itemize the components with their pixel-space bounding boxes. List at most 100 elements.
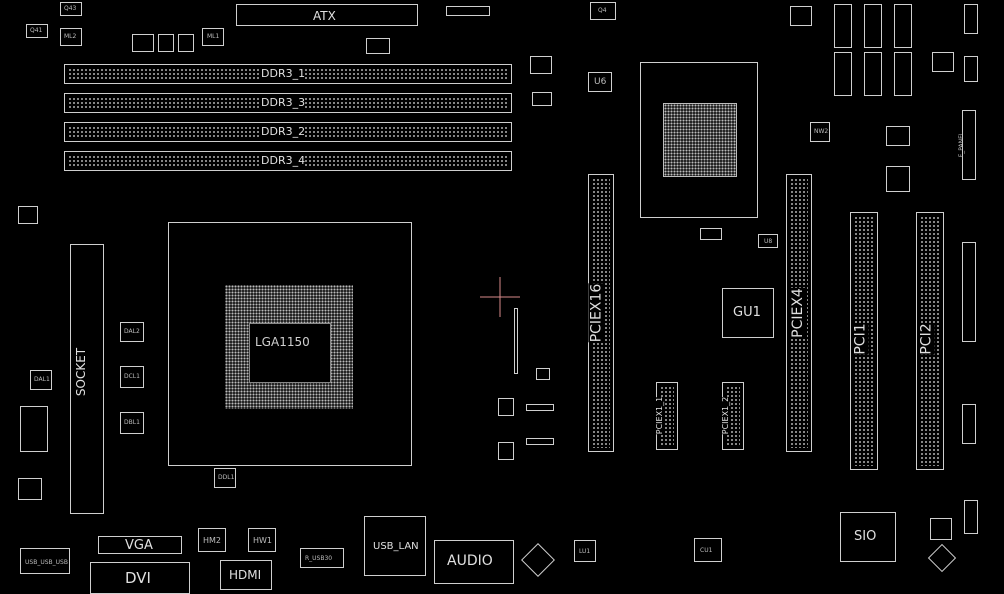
chip-nw2-label: NW2 — [814, 128, 829, 135]
header-top-right-6[interactable] — [864, 52, 882, 96]
chip-dbl1[interactable]: DBL1 — [120, 412, 144, 434]
chip-ml2[interactable]: ML2 — [60, 28, 82, 46]
chip-u6-label: U6 — [594, 77, 607, 87]
header-top-right-7[interactable] — [894, 52, 912, 96]
chip-lu1-label: LU1 — [579, 548, 591, 555]
header-top-right-1[interactable] — [834, 4, 852, 48]
chip-ddl1[interactable]: DDL1 — [214, 468, 236, 488]
chip-top-right[interactable] — [932, 52, 954, 72]
chip-rotated-2[interactable] — [927, 543, 957, 573]
chip-small-5[interactable] — [790, 6, 812, 26]
slot-pci2[interactable]: PCI2 — [916, 212, 944, 470]
chip-dcl1[interactable]: DCL1 — [120, 366, 144, 388]
chip-misc-4[interactable] — [532, 92, 552, 106]
chip-small-1[interactable] — [132, 34, 154, 52]
memory-slot-ddr3-1[interactable]: DDR3_1 — [64, 64, 512, 84]
header-rear-usb-label: R_USB30 — [305, 555, 333, 562]
cpu-socket-label: LGA1150 — [255, 335, 310, 349]
header-rear-usb[interactable]: R_USB30 — [300, 548, 344, 568]
chip-cu1[interactable]: CU1 — [694, 538, 722, 562]
connector-atx-label: ATX — [313, 9, 336, 23]
slot-pci1[interactable]: PCI1 — [850, 212, 878, 470]
header-f-panel-label: F_PANEL — [958, 131, 966, 158]
slot-pciex4[interactable]: PCIEX4 — [786, 174, 812, 452]
chip-u6[interactable]: U6 — [588, 72, 612, 92]
chip-hw1[interactable]: HW1 — [248, 528, 276, 552]
header-top-right-2[interactable] — [864, 4, 882, 48]
memory-slot-ddr3-2[interactable]: DDR3_2 — [64, 122, 512, 142]
chip-misc-6[interactable] — [18, 206, 38, 224]
header-top-right-3[interactable] — [894, 4, 912, 48]
slot-pciex1-1[interactable]: PCIEX1_1 — [655, 382, 678, 450]
chip-q43-label: Q43 — [64, 5, 77, 12]
header-usb-usb-usb[interactable]: USB_USB_USB — [20, 548, 70, 574]
chip-small-4[interactable] — [366, 38, 390, 54]
chip-hm2[interactable]: HM2 — [198, 528, 226, 552]
chip-misc-5[interactable] — [530, 56, 552, 74]
inductor-left[interactable] — [20, 406, 48, 452]
chip-hm2-label: HM2 — [203, 536, 222, 545]
header-top-right-8[interactable] — [964, 56, 978, 82]
chip-q43[interactable]: Q43 — [60, 2, 82, 16]
memory-slot-ddr3-4[interactable]: DDR3_4 — [64, 151, 512, 171]
connector-audio-label: AUDIO — [447, 553, 493, 569]
header-f-panel[interactable]: F_PANEL — [958, 110, 976, 180]
chip-ml1[interactable]: ML1 — [202, 28, 224, 46]
slot-pciex1-1-label: PCIEX1_1 — [655, 396, 665, 435]
connector-atx[interactable]: ATX — [236, 4, 418, 26]
chip-dal2[interactable]: DAL2 — [120, 322, 144, 342]
header-right-3[interactable] — [962, 404, 976, 444]
chip-q41[interactable]: Q41 — [26, 24, 48, 38]
chip-u8[interactable]: U8 — [758, 234, 778, 248]
cpu-socket-outline[interactable]: LGA1150 — [168, 222, 412, 466]
chip-right-2[interactable] — [886, 166, 910, 192]
header-top-right-5[interactable] — [834, 52, 852, 96]
header-usb-usb-usb-label: USB_USB_USB — [25, 559, 68, 566]
memory-slot-ddr3-3[interactable]: DDR3_3 — [64, 93, 512, 113]
chip-small-2[interactable] — [158, 34, 174, 52]
chip-sio[interactable]: SIO — [840, 512, 896, 562]
connector-vga[interactable]: VGA — [98, 536, 182, 554]
chip-misc-3[interactable] — [536, 368, 550, 380]
chip-gu1[interactable]: GU1 — [722, 288, 774, 338]
slot-pciex16-label: PCIEX16 — [588, 283, 605, 343]
chip-sio-label: SIO — [854, 529, 877, 544]
chip-dal1[interactable]: DAL1 — [30, 370, 52, 390]
pch-outline[interactable] — [640, 62, 758, 218]
chip-right-1[interactable] — [886, 126, 910, 146]
header-top-right-4[interactable] — [964, 4, 978, 34]
resistor-1[interactable] — [526, 404, 554, 411]
chip-small-3[interactable] — [178, 34, 194, 52]
chip-lu1[interactable]: LU1 — [574, 540, 596, 562]
header-top-small[interactable] — [446, 6, 490, 16]
resistor-2[interactable] — [526, 438, 554, 445]
chip-q4[interactable]: Q4 — [590, 2, 616, 20]
chip-q4-label: Q4 — [598, 7, 607, 14]
header-bottom-right[interactable] — [964, 500, 978, 534]
chip-misc-8[interactable] — [930, 518, 952, 540]
connector-audio[interactable]: AUDIO — [434, 540, 514, 584]
slot-pciex16[interactable]: PCIEX16 — [588, 174, 614, 452]
connector-usb-lan[interactable]: USB_LAN — [364, 516, 426, 576]
connector-dvi[interactable]: DVI — [90, 562, 190, 594]
chip-gu1-label: GU1 — [733, 305, 761, 320]
connector-hdmi[interactable]: HDMI — [220, 560, 272, 590]
chip-ml1-label: ML1 — [207, 33, 220, 40]
chip-cu1-label: CU1 — [700, 547, 713, 554]
pch-ball-grid — [663, 103, 737, 177]
vrm-socket-label: SOCKET — [74, 347, 89, 397]
chip-misc-1[interactable] — [498, 398, 514, 416]
chip-misc-2[interactable] — [498, 442, 514, 460]
chip-rotated-1[interactable] — [521, 543, 555, 577]
chip-ddl1-label: DDL1 — [218, 474, 235, 481]
slot-pci2-label: PCI2 — [918, 323, 935, 355]
chip-nw2[interactable]: NW2 — [810, 122, 830, 142]
trace-bar — [514, 308, 518, 374]
slot-pci1-label: PCI1 — [852, 323, 869, 355]
chip-near-gu1[interactable] — [700, 228, 722, 240]
slot-pciex1-2[interactable]: PCIEX1_2 — [721, 382, 744, 450]
header-right-2[interactable] — [962, 242, 976, 342]
memory-slot-ddr3-3-label: DDR3_3 — [261, 96, 306, 109]
chip-misc-7[interactable] — [18, 478, 42, 500]
